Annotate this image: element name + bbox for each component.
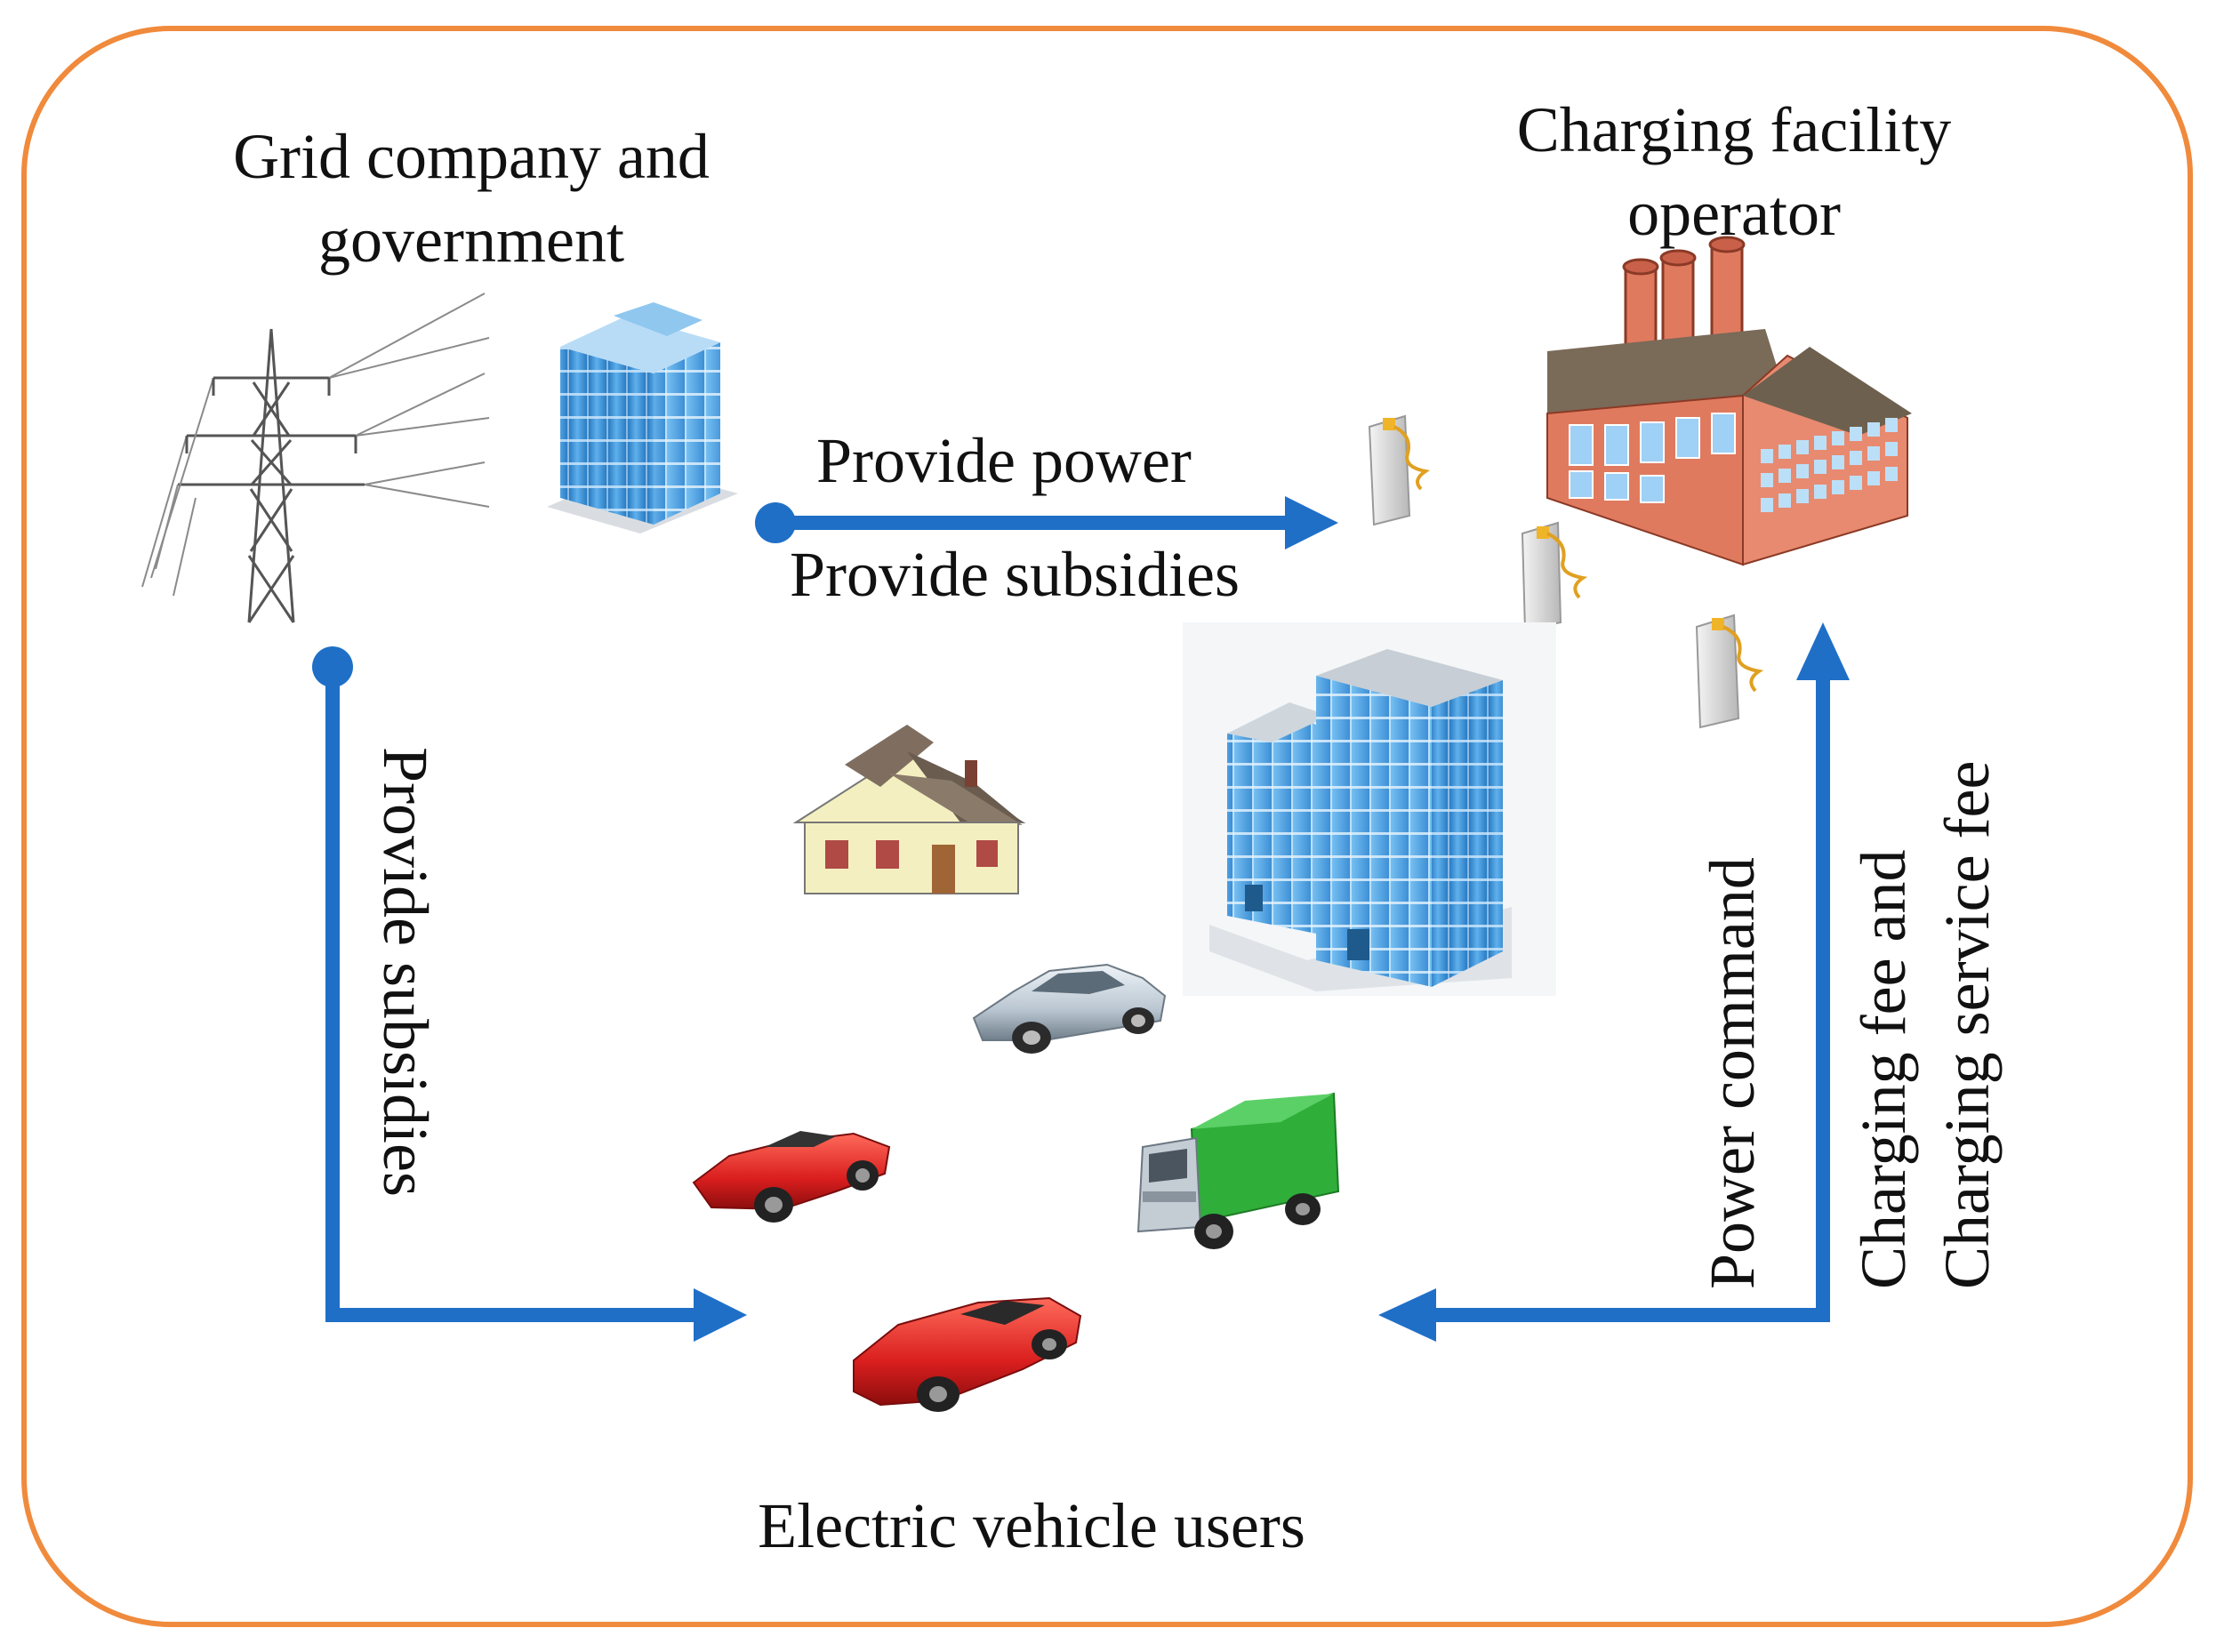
power-command-label: Power command [1697,857,1768,1289]
grid-company-title-line1: Grid company and [233,121,710,192]
provide-subsidies-top-label: Provide subsidies [790,539,1240,610]
green-truck-icon [1136,1092,1340,1249]
charging-fee-label: Charging fee and Charging service fee [1848,760,2003,1289]
red-roadster-icon [692,1131,891,1223]
grid-company-title-line2: government [318,204,624,276]
grid-company-title: Grid company and government [178,124,765,272]
charging-pile-icon [1521,521,1588,631]
operator-title-line1: Charging facility [1516,94,1952,165]
provide-subsidies-left-label: Provide subsidies [370,747,441,1198]
factory-icon [1546,236,1912,566]
twin-office-buildings-icon [1183,622,1556,996]
outer-frame [21,26,2193,1627]
office-building-icon [547,302,738,533]
ev-users-title: Electric vehicle users [758,1490,1305,1561]
power-tower-icon [141,293,490,623]
charging-fee-line2: Charging service fee [1931,760,2003,1289]
arrow-provide-subsidies-left [312,646,747,1342]
charging-fee-line1: Charging fee and [1848,849,1919,1289]
arrow-provide-power [755,496,1338,549]
arrow-operator-to-users [1378,622,1850,1342]
operator-title: Charging facility operator [1441,98,2027,245]
charging-pile-icon [1368,414,1431,526]
silver-car-icon [972,963,1167,1054]
house-icon [792,725,1026,894]
provide-power-label: Provide power [816,425,1192,496]
operator-title-line2: operator [1627,178,1841,249]
red-sports-car-icon [853,1296,1082,1412]
charging-pile-icon [1695,613,1764,729]
